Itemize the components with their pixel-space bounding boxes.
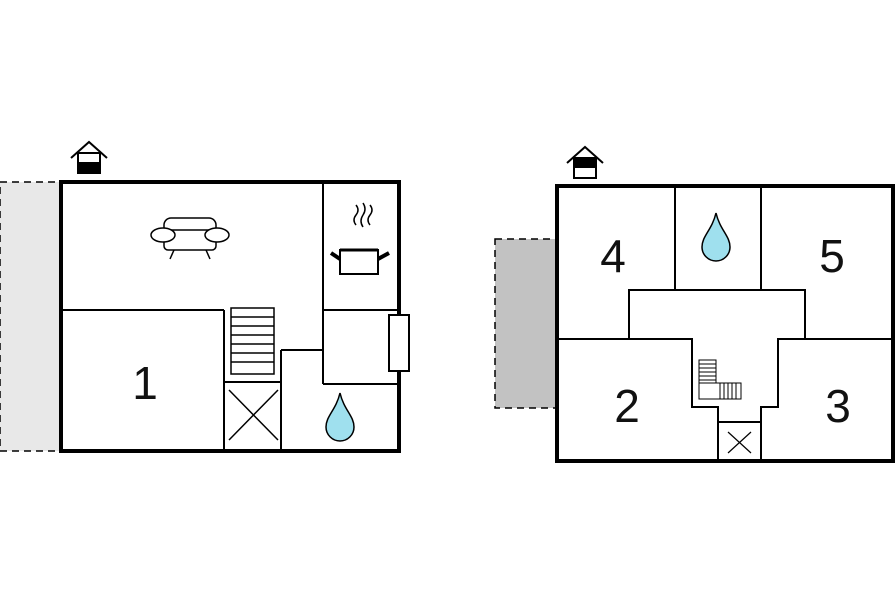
upper-floor-interior-walls xyxy=(557,186,893,461)
room-number-3: 3 xyxy=(825,380,851,432)
stairs-icon xyxy=(230,307,275,375)
entrance-house-icon xyxy=(70,140,108,174)
water-drop-icon xyxy=(325,392,355,442)
cooking-pot-icon xyxy=(329,202,390,275)
room-number-4: 4 xyxy=(600,230,626,282)
upper-floor-outer-wall xyxy=(555,184,895,463)
window xyxy=(388,314,410,372)
entrance-house-icon xyxy=(566,145,604,179)
upper-floor-plan: 4 5 2 3 xyxy=(494,145,895,463)
terrace-area xyxy=(494,238,558,409)
water-drop-icon xyxy=(701,212,731,262)
sofa-icon xyxy=(150,217,230,260)
ground-floor-interior-walls xyxy=(61,182,399,451)
room-number-1: 1 xyxy=(132,357,158,409)
closet-cross-icon xyxy=(727,431,752,454)
terrace-area xyxy=(0,181,62,452)
stairs-icon xyxy=(698,359,742,400)
ground-floor-plan: 1 xyxy=(0,140,410,453)
closet-cross-icon xyxy=(228,389,279,441)
room-number-2: 2 xyxy=(614,380,640,432)
room-number-5: 5 xyxy=(819,230,845,282)
